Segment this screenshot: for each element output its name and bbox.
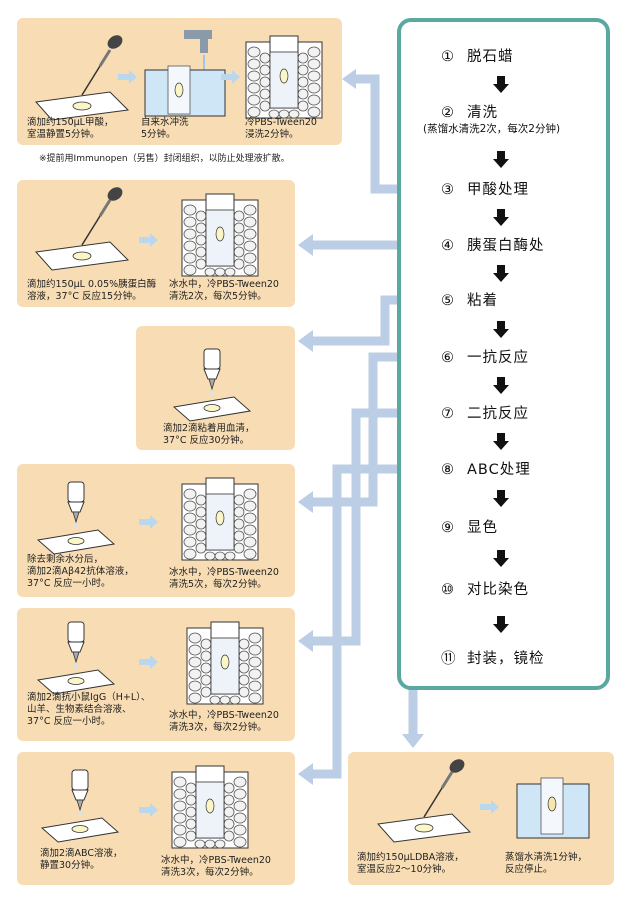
dropper-slide-illustration [377, 759, 472, 843]
down-arrow-icon [493, 320, 509, 338]
dropper-slide-illustration [35, 187, 130, 271]
step-7: ⑦ 二抗反应 [441, 402, 529, 423]
down-arrow-icon [493, 490, 509, 507]
caption: 滴加约150μL甲酸，室温静置5分钟。 [27, 117, 114, 140]
step-9: ⑨ 显色 [441, 516, 498, 537]
step-label: 封装，镜检 [467, 651, 545, 667]
step-number: ⑧ [441, 462, 455, 478]
step-11: ⑪ 封装，镜检 [441, 647, 545, 668]
down-arrow-icon [493, 264, 509, 282]
tap-water-basin-illustration [144, 30, 226, 117]
down-arrow-icon [493, 76, 509, 93]
right-arrow-icon [139, 655, 158, 669]
step-sublabel: (蒸馏水清洗2次，每次2分钟) [423, 123, 561, 135]
down-arrow-icon [493, 209, 509, 226]
box-abc [17, 752, 295, 885]
step-number: ① [441, 49, 455, 65]
step-1: ① 脱石蜡 [441, 45, 514, 66]
right-arrow-icon [139, 233, 158, 247]
step-number: ③ [441, 182, 455, 198]
step-number: ⑨ [441, 520, 455, 536]
step-label: 二抗反应 [467, 406, 529, 422]
connector-step8 [312, 464, 440, 779]
step-label: ABC处理 [467, 462, 531, 478]
ice-bath-illustration [171, 765, 249, 849]
ice-bath-illustration [245, 35, 323, 119]
ice-bath-illustration [186, 621, 264, 705]
step-number: ⑤ [441, 293, 455, 309]
down-arrow-icon [493, 550, 509, 567]
caption: 蒸馏水清洗1分钟，反应停止。 [505, 852, 588, 875]
right-arrow-icon [139, 803, 158, 817]
caption: 滴加2滴粘着用血清，37°C 反应30分钟。 [163, 423, 255, 446]
caption: 除去剩余水分后，滴加2滴Aβ42抗体溶液，37°C 反应一小时。 [27, 554, 134, 589]
step-label: 对比染色 [467, 582, 529, 598]
step-label: 清洗 [467, 105, 498, 121]
ice-bath-illustration [181, 477, 259, 561]
step-number: ⑩ [441, 582, 455, 598]
drop-bottle-slide-illustration [173, 348, 251, 422]
caption: 滴加2滴抗小鼠IgG（H+L）、山羊、生物素结合溶液、37°C 反应一小时。 [27, 692, 151, 727]
down-arrow-icon [493, 377, 509, 394]
water-basin-illustration [516, 777, 590, 839]
step-label: 粘着 [467, 293, 498, 309]
down-arrow-icon [493, 433, 509, 450]
step-number: ⑪ [441, 651, 457, 667]
step-number: ④ [441, 238, 455, 254]
step-5: ⑤ 粘着 [441, 289, 498, 310]
step-number: ② [441, 105, 455, 121]
step-label: 甲酸处理 [467, 182, 529, 198]
drop-bottle-slide-illustration [41, 769, 119, 843]
caption: 滴加约150μLDBA溶液，室温反应2～10分钟。 [357, 852, 464, 875]
right-arrow-icon [139, 515, 158, 529]
right-arrow-icon [221, 70, 240, 84]
box-blocking-serum [136, 326, 295, 450]
ice-bath-illustration [181, 193, 259, 277]
step-label: 胰蛋白酶处 [467, 238, 545, 254]
drop-bottle-slide-illustration [37, 481, 115, 555]
down-arrow-icon [493, 150, 509, 168]
step-8: ⑧ ABC处理 [441, 458, 531, 479]
dropper-slide-illustration [35, 35, 130, 121]
step-label: 一抗反应 [467, 350, 529, 366]
step-number: ⑦ [441, 406, 455, 422]
right-arrow-icon [480, 800, 499, 814]
step-10: ⑩ 对比染色 [441, 578, 529, 599]
step-label: 显色 [467, 520, 498, 536]
footnote: ※提前用Immunopen（另售）封闭组织，以防止处理液扩散。 [39, 154, 290, 164]
step-3: ③ 甲酸处理 [441, 178, 529, 199]
caption: 滴加2滴ABC溶液，静置30分钟。 [40, 848, 123, 871]
step-2: ② 清洗 [441, 101, 498, 122]
steps-panel [397, 18, 610, 690]
right-arrow-icon [118, 70, 137, 84]
step-number: ⑥ [441, 350, 455, 366]
step-label: 脱石蜡 [467, 49, 514, 65]
drop-bottle-slide-illustration [37, 621, 115, 695]
step-6: ⑥ 一抗反应 [441, 346, 529, 367]
step-4: ④ 胰蛋白酶处 [441, 234, 545, 255]
down-arrow-icon [493, 615, 509, 633]
caption: 滴加约150μL 0.05%胰蛋白酶溶液，37°C 反应15分钟。 [27, 279, 157, 302]
